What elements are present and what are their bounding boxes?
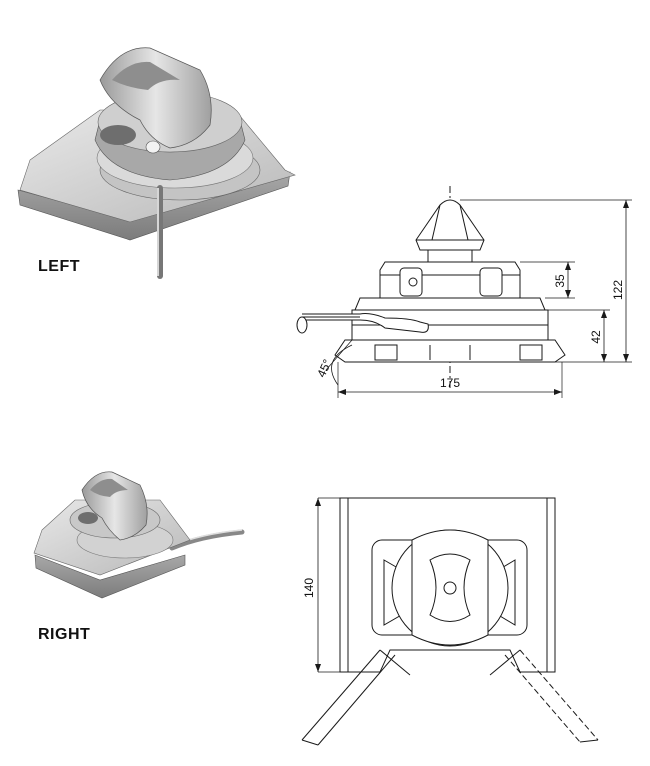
top-view-drawing xyxy=(301,497,599,746)
label-right: RIGHT xyxy=(38,626,91,643)
dim-height-total: 122 xyxy=(611,280,625,300)
dim-height-base: 42 xyxy=(589,330,603,344)
dim-angle: 45° xyxy=(314,357,334,380)
top-view-arrowheads xyxy=(315,498,321,672)
dim-height-top: 35 xyxy=(553,274,567,288)
dim-width-base: 175 xyxy=(440,376,460,390)
front-view-drawing xyxy=(296,186,632,398)
dim-depth: 140 xyxy=(302,578,316,598)
right-lock-render xyxy=(33,471,245,599)
front-view-arrowheads xyxy=(338,200,629,395)
label-left: LEFT xyxy=(38,258,80,275)
left-lock-render xyxy=(17,47,296,279)
